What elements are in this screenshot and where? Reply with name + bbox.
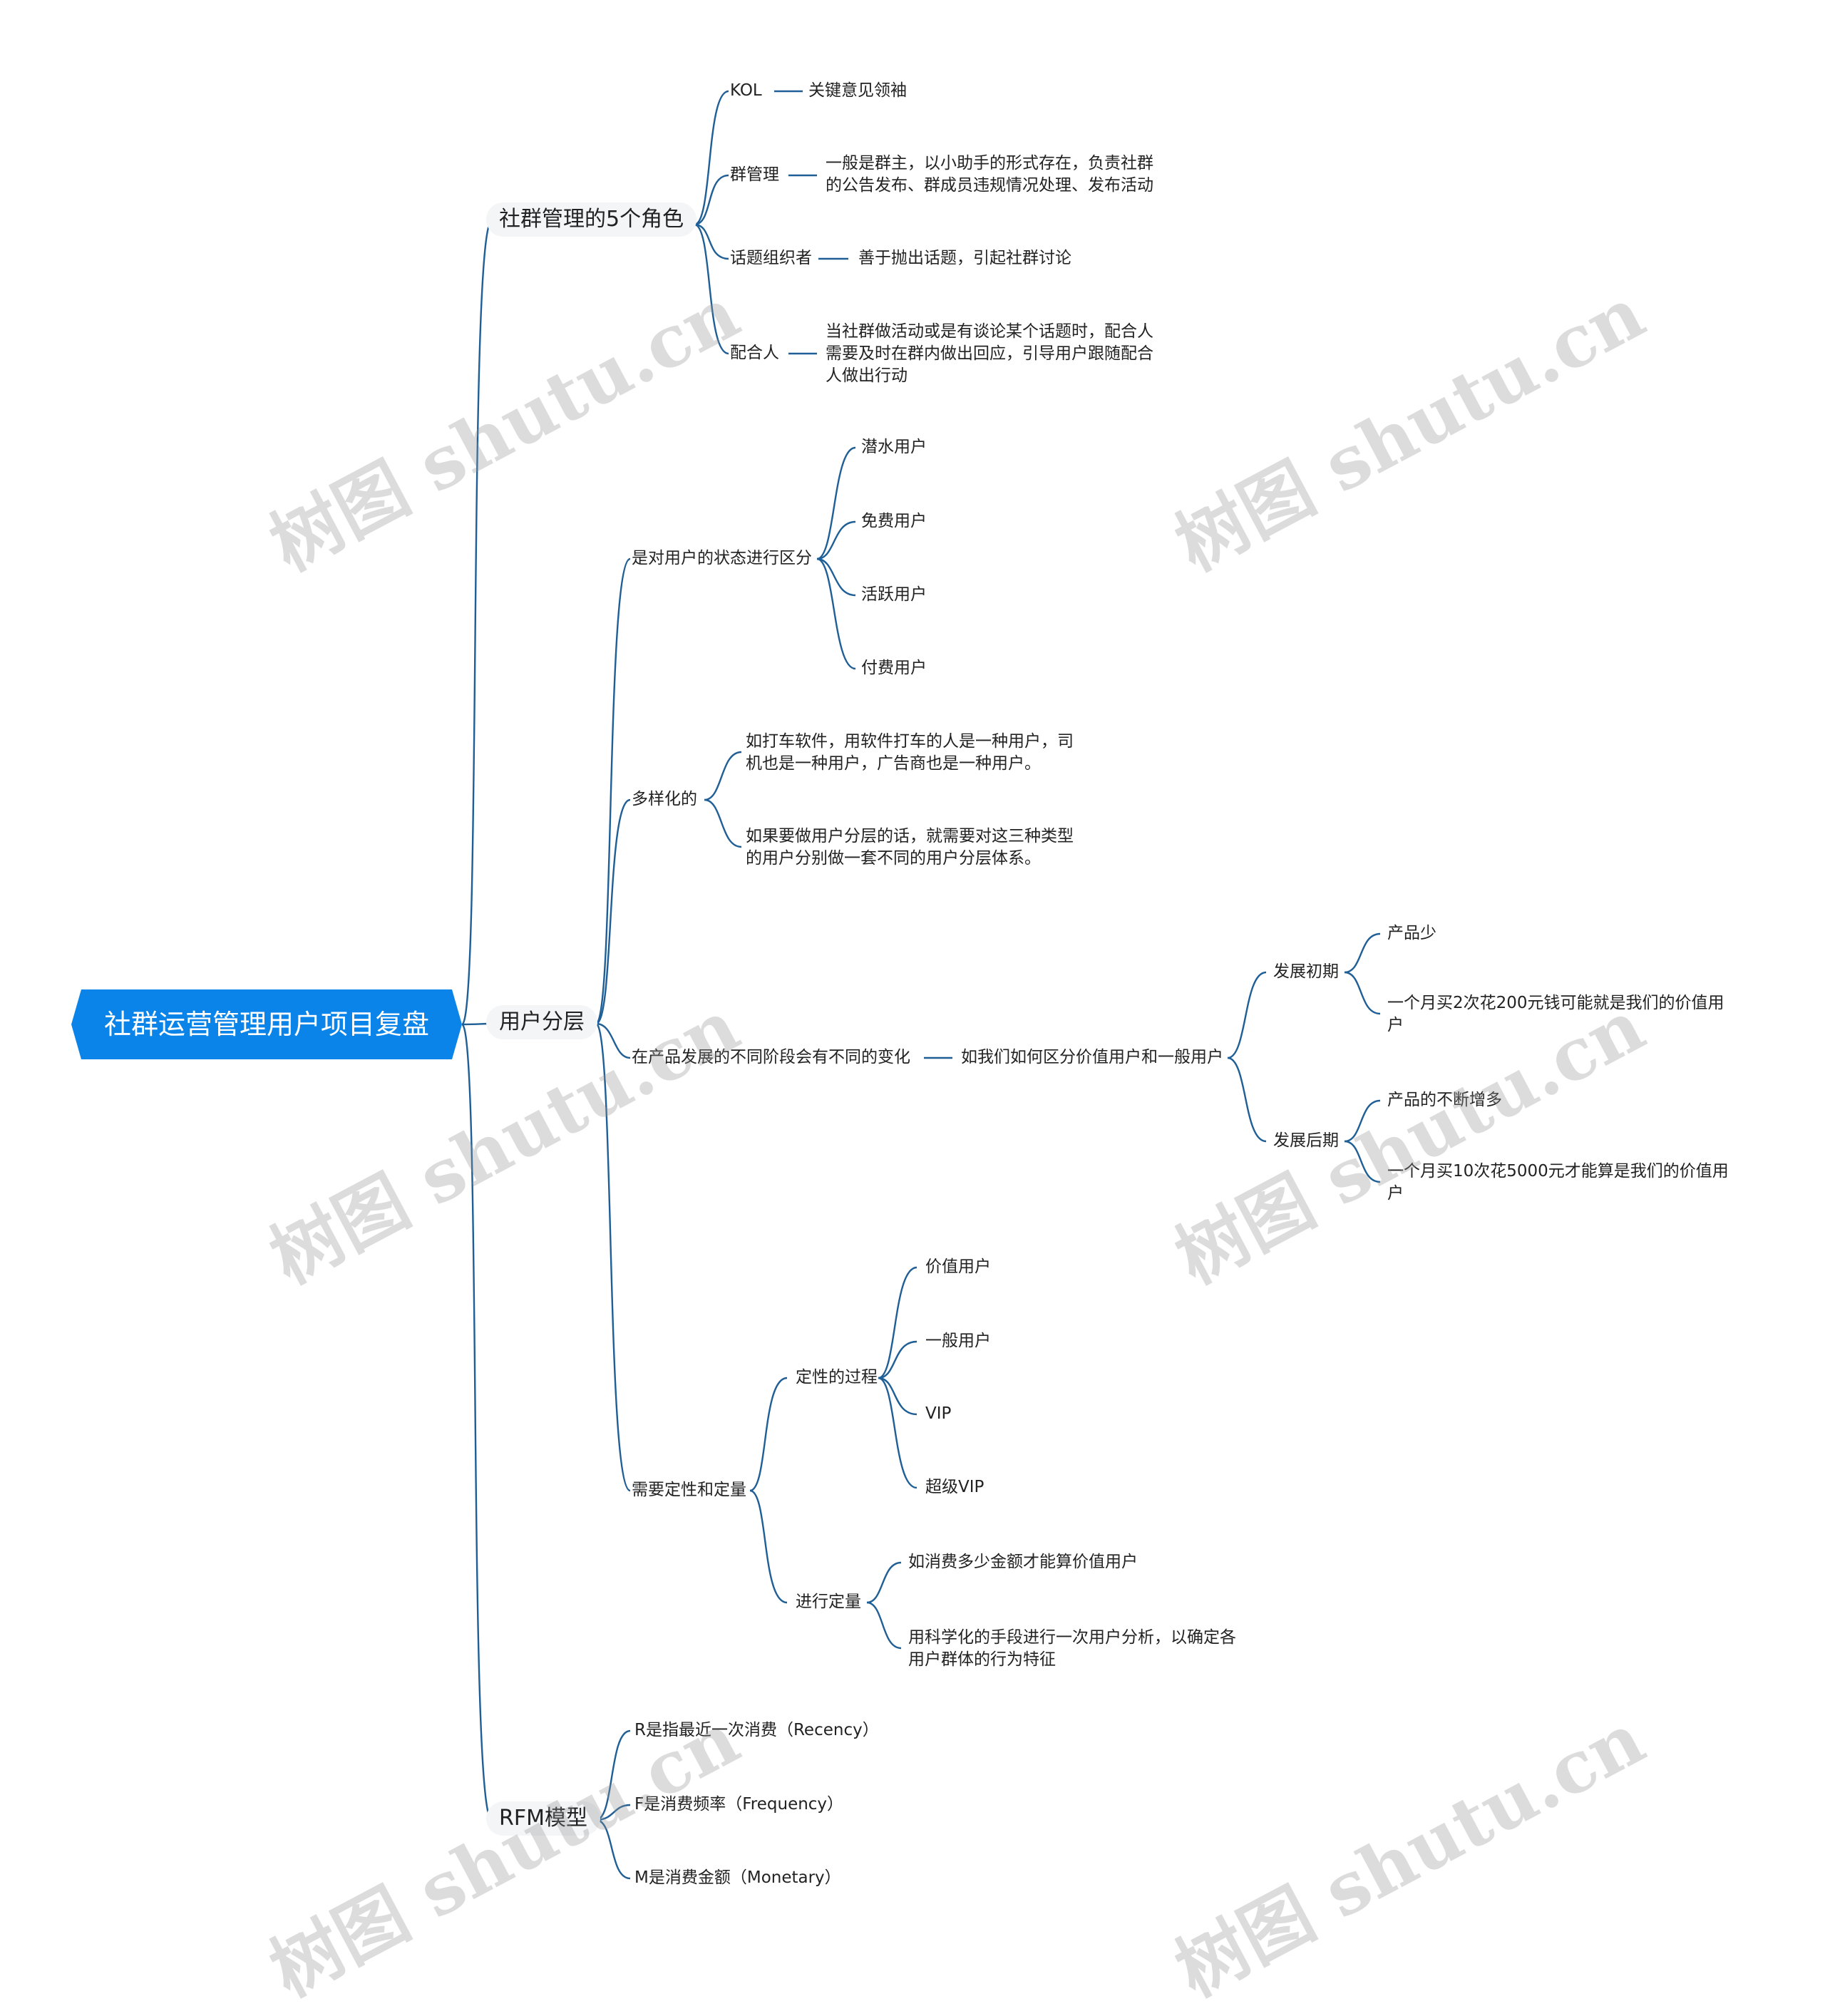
layer-stage[interactable]: 在产品发展的不同阶段会有不同的变化 (632, 1048, 910, 1066)
quant-node[interactable]: 进行定量 (796, 1593, 861, 1611)
qual-node[interactable]: 定性的过程 (796, 1368, 878, 1387)
state-item[interactable]: 付费用户 (861, 659, 927, 677)
diverse-item: 如打车软件，用软件打车的人是一种用户，司机也是一种用户，广告商也是一种用户。 (746, 732, 1074, 773)
late-item: 一个月买10次花5000元才能算是我们的价值用户 (1387, 1162, 1729, 1203)
state-item[interactable]: 活跃用户 (861, 585, 927, 604)
root-label: 社群运营管理用户项目复盘 (103, 1009, 429, 1040)
qual-item: 一般用户 (925, 1332, 991, 1350)
qual-item: 超级VIP (925, 1478, 985, 1496)
role-admin[interactable]: 群管理 (730, 165, 779, 184)
role-admin-desc: 一般是群主，以小助手的形式存在，负责社群的公告发布、群成员违规情况处理、发布活动 (826, 154, 1153, 195)
stage-early[interactable]: 发展初期 (1273, 962, 1339, 981)
layer-qual-quant[interactable]: 需要定性和定量 (632, 1481, 746, 1499)
state-item[interactable]: 免费用户 (861, 512, 927, 530)
quant-item: 如消费多少金额才能算价值用户 (908, 1553, 1138, 1571)
role-partner[interactable]: 配合人 (730, 344, 779, 362)
rfm-item: M是消费金额（Monetary） (634, 1868, 841, 1887)
role-partner-desc: 当社群做活动或是有谈论某个话题时，配合人需要及时在群内做出回应，引导用户跟随配合… (826, 322, 1153, 385)
quant-item: 用科学化的手段进行一次用户分析，以确定各用户群体的行为特征 (908, 1628, 1236, 1669)
early-item: 产品少 (1387, 924, 1436, 942)
rfm-item: F是消费频率（Frequency） (634, 1795, 844, 1814)
role-kol-desc: 关键意见领袖 (808, 81, 907, 100)
role-topic[interactable]: 话题组织者 (730, 249, 812, 267)
role-topic-desc: 善于抛出话题，引起社群讨论 (858, 249, 1071, 267)
layer-state[interactable]: 是对用户的状态进行区分 (632, 549, 812, 567)
branch-rfm[interactable]: RFM模型 (486, 1801, 600, 1836)
role-kol[interactable]: KOL (730, 81, 762, 100)
root-node[interactable]: 社群运营管理用户项目复盘 (71, 989, 462, 1059)
layer-diverse[interactable]: 多样化的 (632, 790, 697, 808)
state-item[interactable]: 潜水用户 (861, 438, 927, 456)
stage-question[interactable]: 如我们如何区分价值用户和一般用户 (961, 1048, 1223, 1066)
late-item: 产品的不断增多 (1387, 1091, 1502, 1109)
root-node-shape (71, 989, 462, 1059)
branch-user-layers[interactable]: 用户分层 (486, 1005, 597, 1039)
branch-roles[interactable]: 社群管理的5个角色 (486, 202, 697, 237)
rfm-item: R是指最近一次消费（Recency） (634, 1721, 879, 1739)
stage-late[interactable]: 发展后期 (1273, 1131, 1339, 1150)
diverse-item: 如果要做用户分层的话，就需要对这三种类型的用户分别做一套不同的用户分层体系。 (746, 827, 1074, 868)
qual-item: VIP (925, 1404, 952, 1423)
qual-item: 价值用户 (925, 1258, 991, 1276)
early-item: 一个月买2次花200元钱可能就是我们的价值用户 (1387, 994, 1724, 1034)
